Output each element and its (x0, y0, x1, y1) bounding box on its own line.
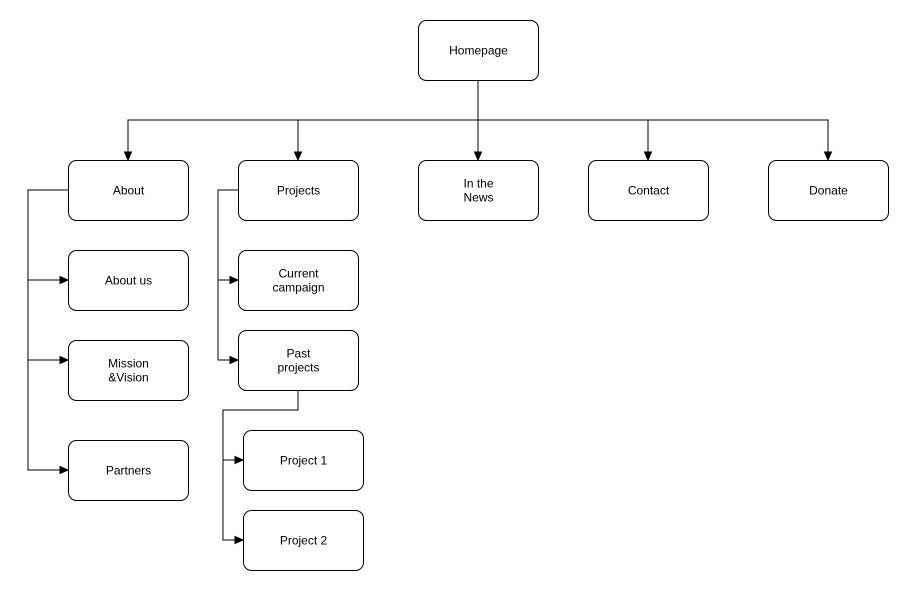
node-box (68, 250, 189, 311)
node-box (418, 160, 539, 221)
arrowhead-icon (473, 151, 483, 162)
arrowhead-icon (229, 275, 240, 285)
node-project-2: Project 2 (243, 510, 364, 571)
node-label: &Vision (108, 371, 148, 385)
connector-line (477, 80, 649, 154)
node-box (238, 330, 359, 391)
node-box (68, 440, 189, 501)
node-label: Partners (106, 464, 151, 478)
arrowhead-icon (59, 355, 70, 365)
connector-projects-to-current-campaign (217, 189, 240, 285)
node-box (68, 340, 189, 401)
node-box (243, 430, 364, 491)
node-label: News (463, 191, 493, 205)
arrowhead-icon (643, 151, 653, 162)
node-label: Project 1 (280, 454, 328, 468)
node-projects: Projects (238, 160, 359, 221)
connector-about-to-mission-vision (27, 189, 70, 365)
node-label: projects (277, 361, 319, 375)
node-label: Project 2 (280, 534, 328, 548)
connector-line (27, 189, 68, 361)
arrowhead-icon (234, 535, 245, 545)
connector-line (27, 189, 68, 281)
connector-line (27, 189, 68, 471)
arrowhead-icon (293, 151, 303, 162)
connector-line (217, 189, 238, 361)
node-label: Mission (108, 357, 149, 371)
node-box (768, 160, 889, 221)
connector-past-projects-to-project-2 (222, 390, 299, 545)
node-label: campaign (272, 281, 324, 295)
node-label: Current (278, 267, 319, 281)
arrowhead-icon (823, 151, 833, 162)
node-box (418, 20, 539, 81)
node-box (243, 510, 364, 571)
connector-homepage-to-projects (293, 80, 479, 162)
connector-about-to-partners (27, 189, 70, 475)
node-donate: Donate (768, 160, 889, 221)
node-about: About (68, 160, 189, 221)
node-label: About us (105, 274, 152, 288)
node-label: In the (463, 177, 493, 191)
node-about-us: About us (68, 250, 189, 311)
node-label: About (113, 184, 145, 198)
node-homepage: Homepage (418, 20, 539, 81)
arrowhead-icon (59, 465, 70, 475)
node-partners: Partners (68, 440, 189, 501)
connector-projects-to-past-projects (217, 189, 240, 365)
connector-line (222, 390, 299, 541)
node-box (238, 250, 359, 311)
arrowhead-icon (123, 151, 133, 162)
node-box (238, 160, 359, 221)
node-label: Donate (809, 184, 848, 198)
arrowhead-icon (229, 355, 240, 365)
node-mission-vision: Mission&Vision (68, 340, 189, 401)
node-label: Contact (628, 184, 670, 198)
connector-line (297, 80, 479, 154)
node-label: Projects (277, 184, 320, 198)
node-label: Homepage (449, 44, 508, 58)
connector-line (127, 80, 479, 154)
arrowhead-icon (59, 275, 70, 285)
connector-about-to-about-us (27, 189, 70, 285)
connector-line (217, 189, 238, 281)
node-box (68, 160, 189, 221)
arrowhead-icon (234, 455, 245, 465)
connector-layer (27, 80, 833, 545)
connector-homepage-to-donate (477, 80, 833, 162)
node-box (588, 160, 709, 221)
node-contact: Contact (588, 160, 709, 221)
node-label: Past (286, 347, 311, 361)
node-project-1: Project 1 (243, 430, 364, 491)
connector-line (477, 80, 829, 154)
